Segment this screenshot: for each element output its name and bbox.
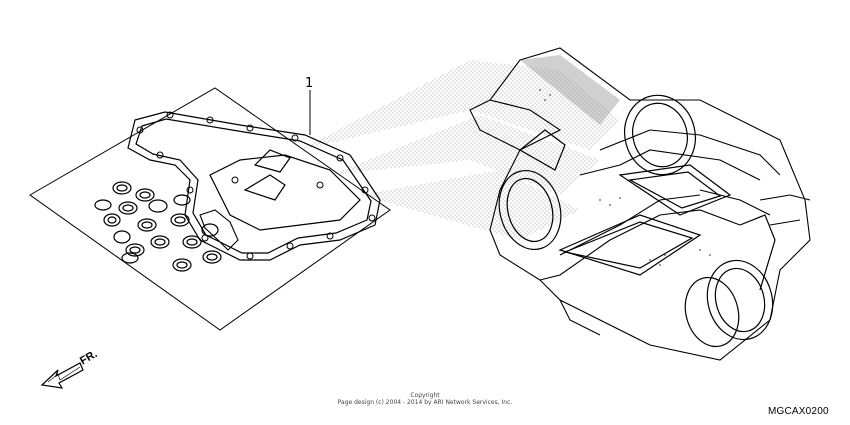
gasket-bolt-holes — [136, 111, 376, 260]
copyright-line-2: Page design (c) 2004 - 2014 by ARI Netwo… — [337, 399, 513, 406]
gasket-kit-bag — [29, 87, 391, 331]
engine-cylinder-gaskets — [498, 94, 776, 348]
copyright-line-1: Copyright — [410, 392, 440, 399]
engine-crankcase — [469, 47, 811, 361]
honda-wing-watermark — [300, 55, 620, 240]
engine-texture — [539, 89, 711, 266]
callout-number: 1 — [305, 76, 314, 91]
o-rings — [94, 181, 222, 272]
front-direction-arrow-icon — [40, 362, 84, 389]
small-bracket-gasket — [199, 209, 239, 251]
diagram-code: MGCAX0200 — [768, 406, 829, 417]
cover-gasket — [127, 111, 381, 261]
